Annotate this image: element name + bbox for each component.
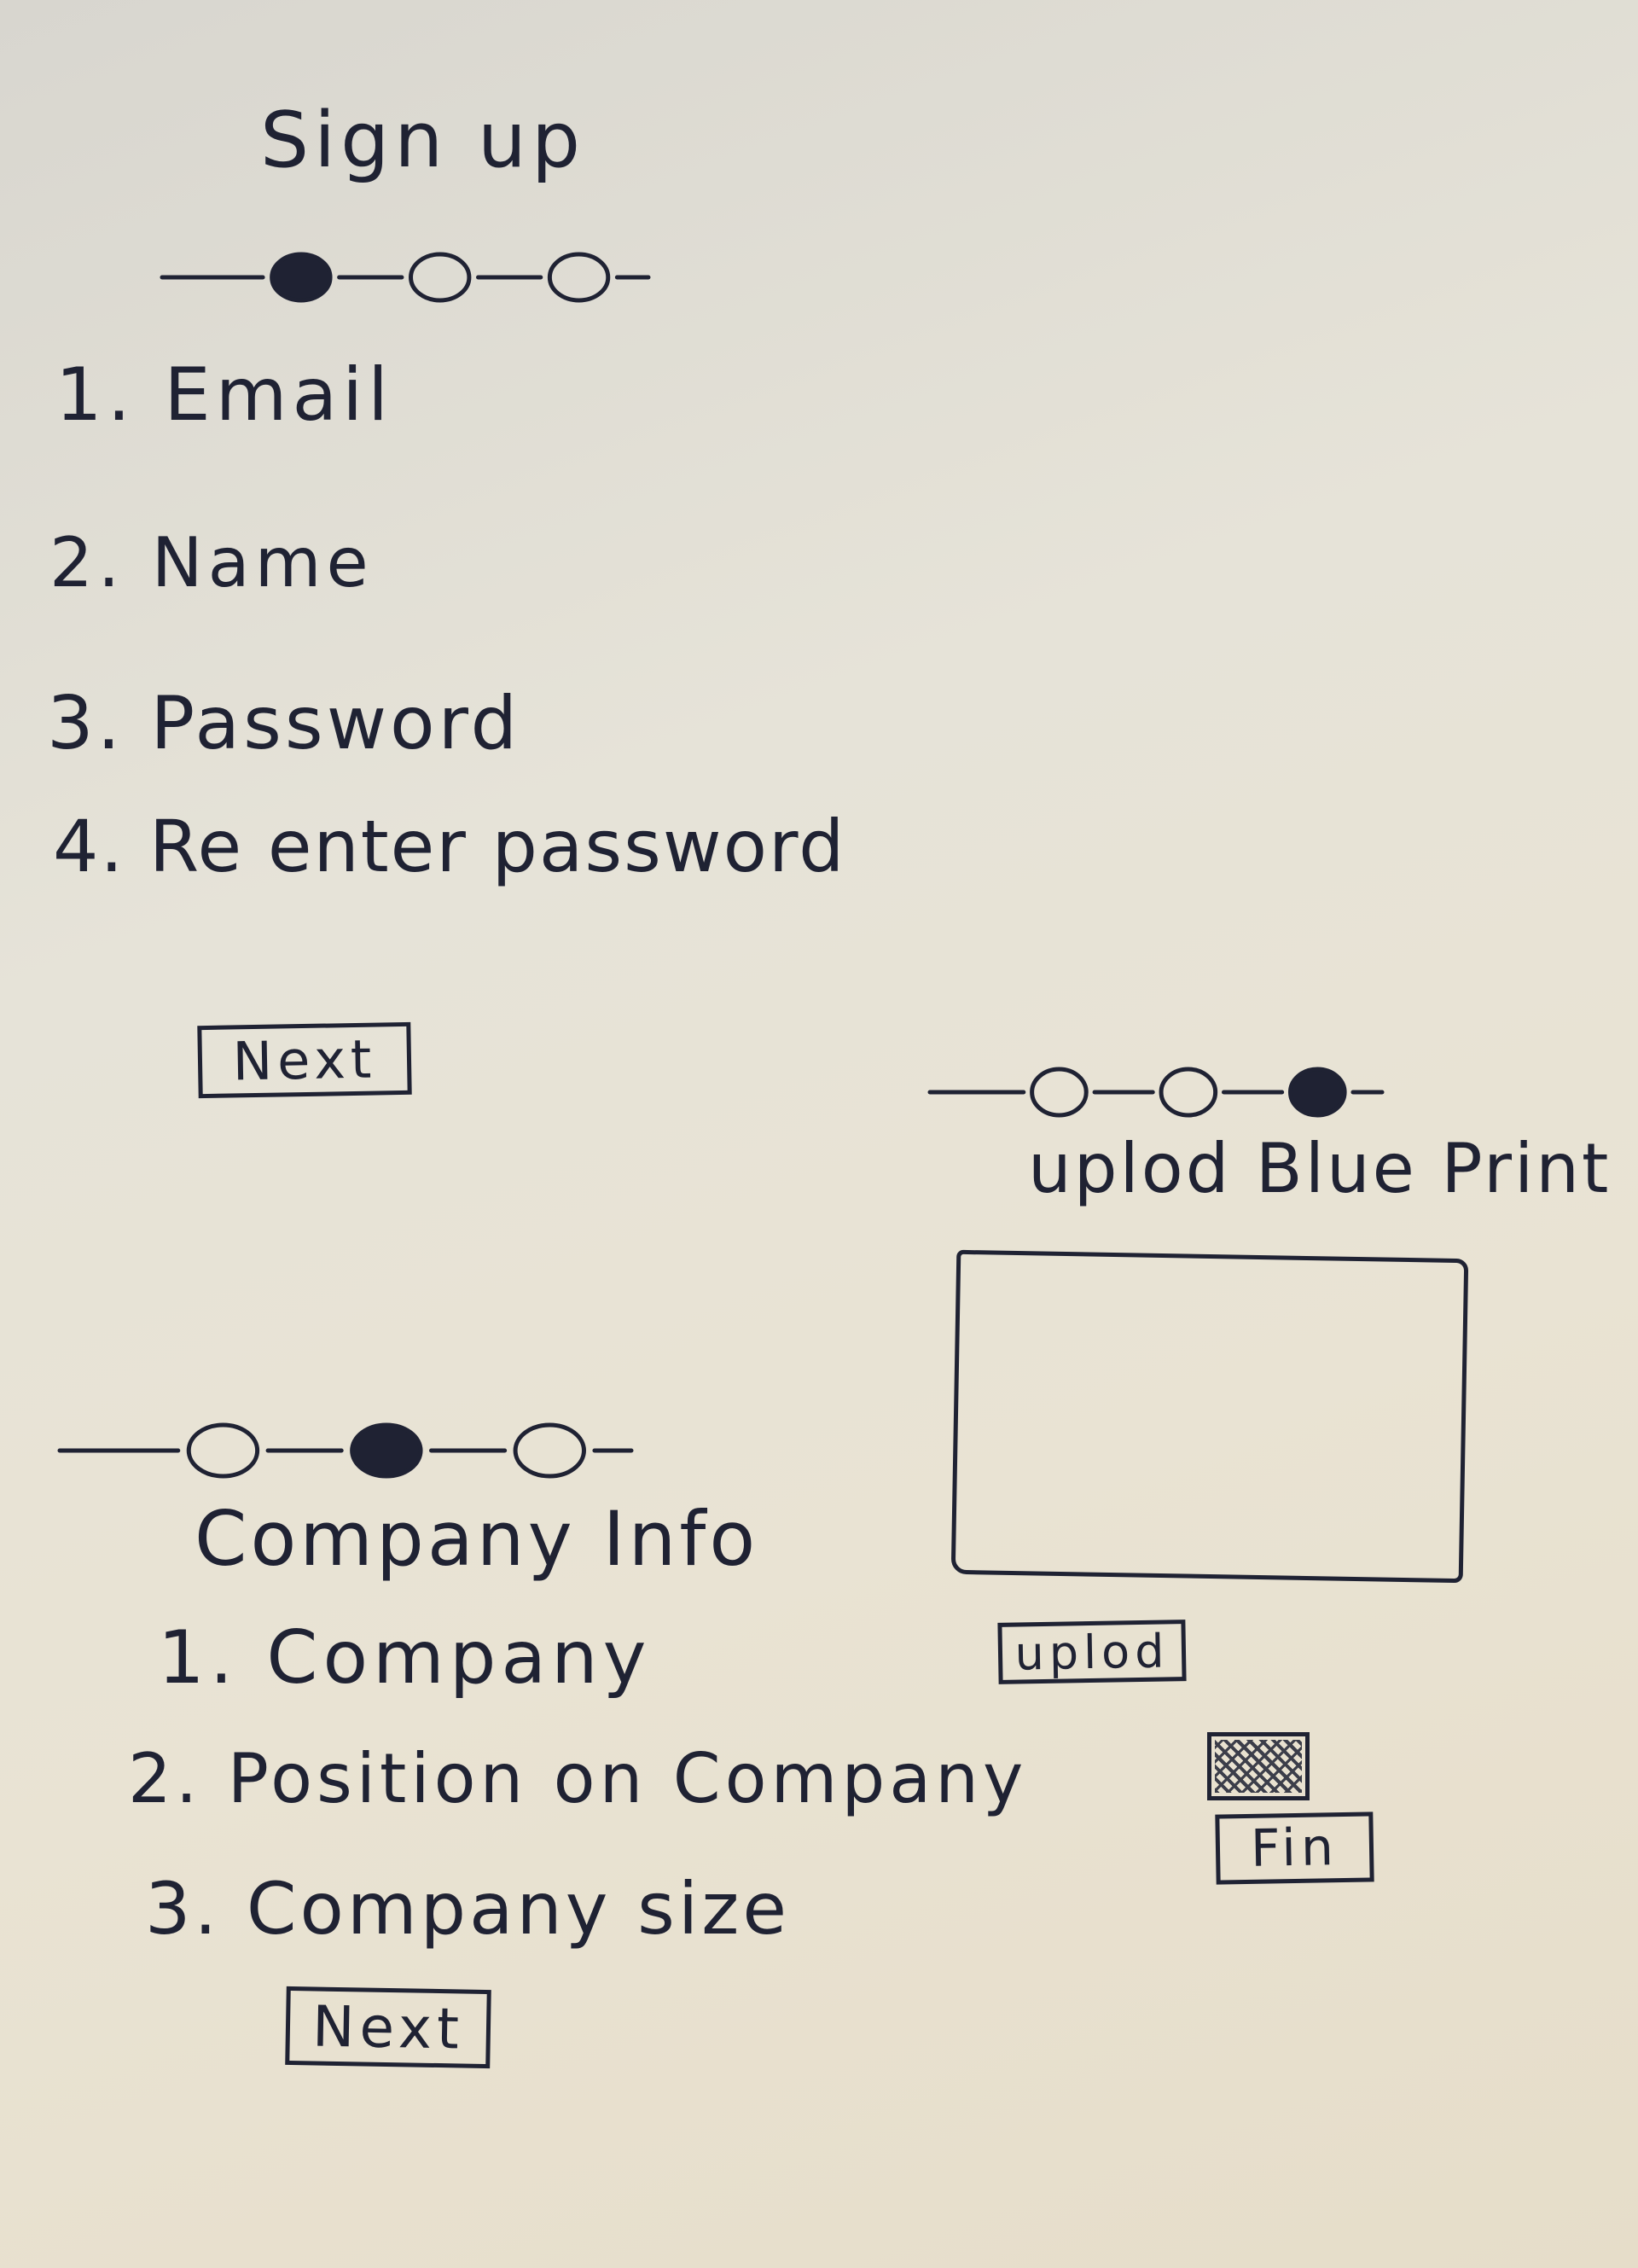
blueprint-upload-area[interactable] (950, 1249, 1469, 1584)
crossed-out-button (1207, 1732, 1310, 1800)
company-field-size[interactable]: 3. Company size (145, 1867, 791, 1951)
stepper-node (186, 1422, 260, 1479)
signup-title: Sign up (260, 96, 586, 185)
signup-field-reenter-password[interactable]: 4. Re enter password (53, 805, 846, 888)
upload-title: uplod Blue Print (1028, 1129, 1612, 1208)
company-field-company[interactable]: 1. Company (158, 1615, 652, 1701)
upload-stepper (927, 1067, 1385, 1118)
signup-stepper (160, 252, 651, 303)
stepper-node (1159, 1067, 1218, 1118)
finish-button[interactable]: Fin (1215, 1811, 1374, 1885)
stepper-node-active (350, 1422, 423, 1479)
stepper-node (547, 252, 611, 303)
stepper-node-active (270, 252, 333, 303)
company-field-position[interactable]: 2. Position on Company (128, 1739, 1028, 1818)
stepper-node-active (1287, 1067, 1347, 1118)
signup-next-button[interactable]: Next (197, 1021, 412, 1099)
upload-button[interactable]: uplod (997, 1620, 1187, 1684)
company-stepper (57, 1422, 634, 1479)
scribble-mark (1215, 1740, 1302, 1793)
signup-field-email[interactable]: 1. Email (55, 352, 393, 438)
stepper-node (513, 1422, 586, 1479)
stepper-node (1030, 1067, 1089, 1118)
stepper-node (409, 252, 472, 303)
signup-field-name[interactable]: 2. Name (49, 523, 374, 602)
company-title: Company Info (195, 1495, 759, 1583)
signup-field-password[interactable]: 3. Password (47, 681, 521, 766)
company-next-button[interactable]: Next (285, 1986, 491, 2069)
